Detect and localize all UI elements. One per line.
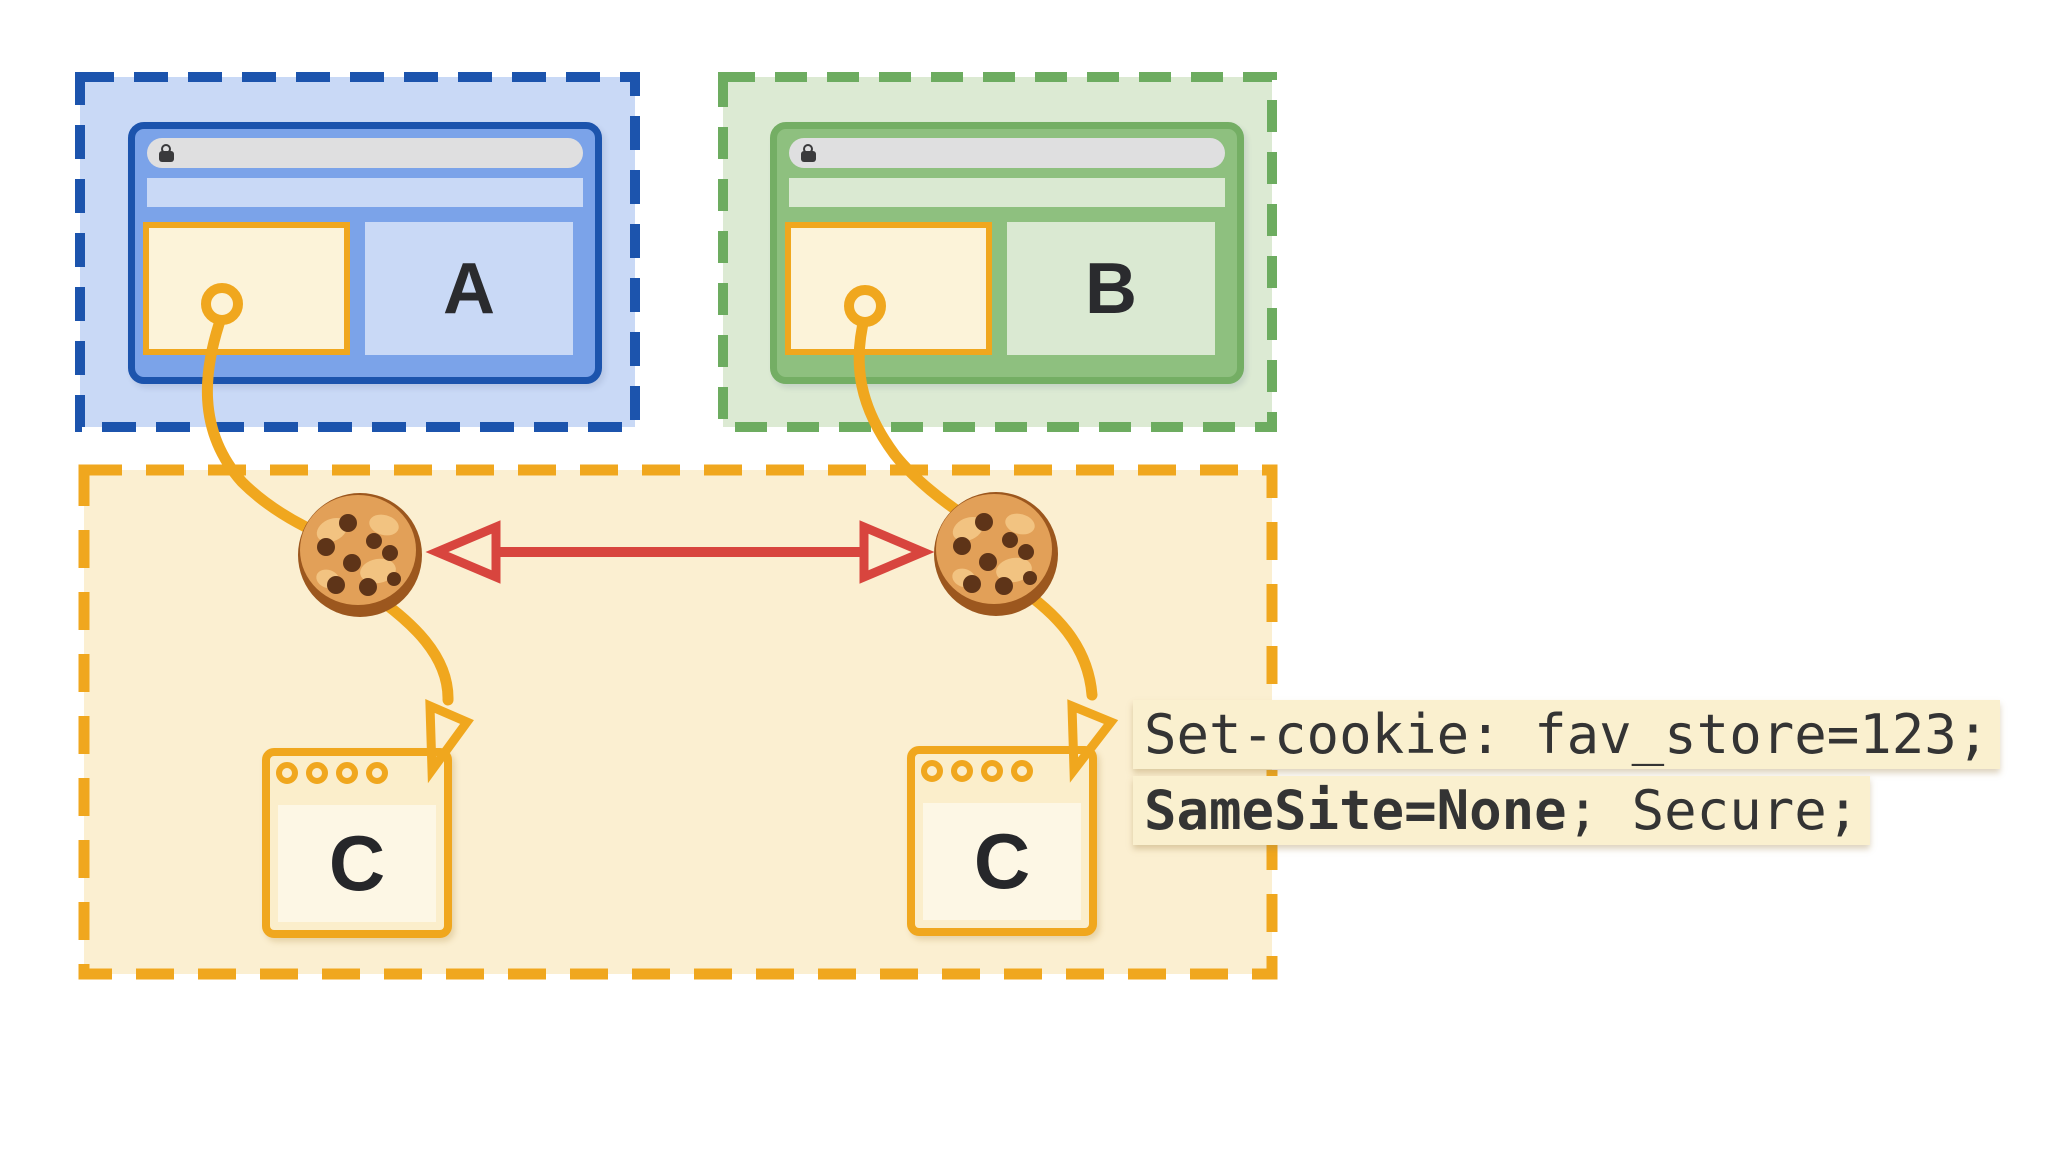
browser-window-site-b: B bbox=[770, 122, 1244, 384]
window-dots bbox=[921, 760, 1033, 782]
embedded-iframe-a bbox=[143, 222, 350, 355]
site-c-window-right: C bbox=[907, 746, 1097, 936]
lock-icon bbox=[159, 143, 174, 162]
browser-window-site-a: A bbox=[128, 122, 602, 384]
window-dots bbox=[276, 762, 388, 784]
dot-icon bbox=[306, 762, 328, 784]
dot-icon bbox=[951, 760, 973, 782]
toolbar-band-a bbox=[147, 178, 583, 207]
dot-icon bbox=[1011, 760, 1033, 782]
site-a-page: A bbox=[365, 222, 573, 355]
site-c-label-right: C bbox=[923, 803, 1081, 920]
address-bar-b bbox=[789, 138, 1225, 168]
toolbar-band-b bbox=[789, 178, 1225, 207]
embedded-iframe-b bbox=[785, 222, 992, 355]
lock-icon bbox=[801, 143, 816, 162]
dot-icon bbox=[981, 760, 1003, 782]
dot-icon bbox=[366, 762, 388, 784]
site-c-label-left: C bbox=[278, 805, 436, 922]
set-cookie-header-line2: SameSite=None; Secure; bbox=[1133, 776, 1871, 845]
dot-icon bbox=[276, 762, 298, 784]
dot-icon bbox=[921, 760, 943, 782]
site-c-window-left: C bbox=[262, 748, 452, 938]
set-cookie-header-line1: Set-cookie: fav_store=123; bbox=[1133, 700, 2001, 769]
secure-attribute: ; Secure; bbox=[1566, 779, 1860, 842]
site-b-page: B bbox=[1007, 222, 1215, 355]
samesite-none-attribute: SameSite=None bbox=[1144, 779, 1567, 842]
dot-icon bbox=[336, 762, 358, 784]
address-bar-a bbox=[147, 138, 583, 168]
